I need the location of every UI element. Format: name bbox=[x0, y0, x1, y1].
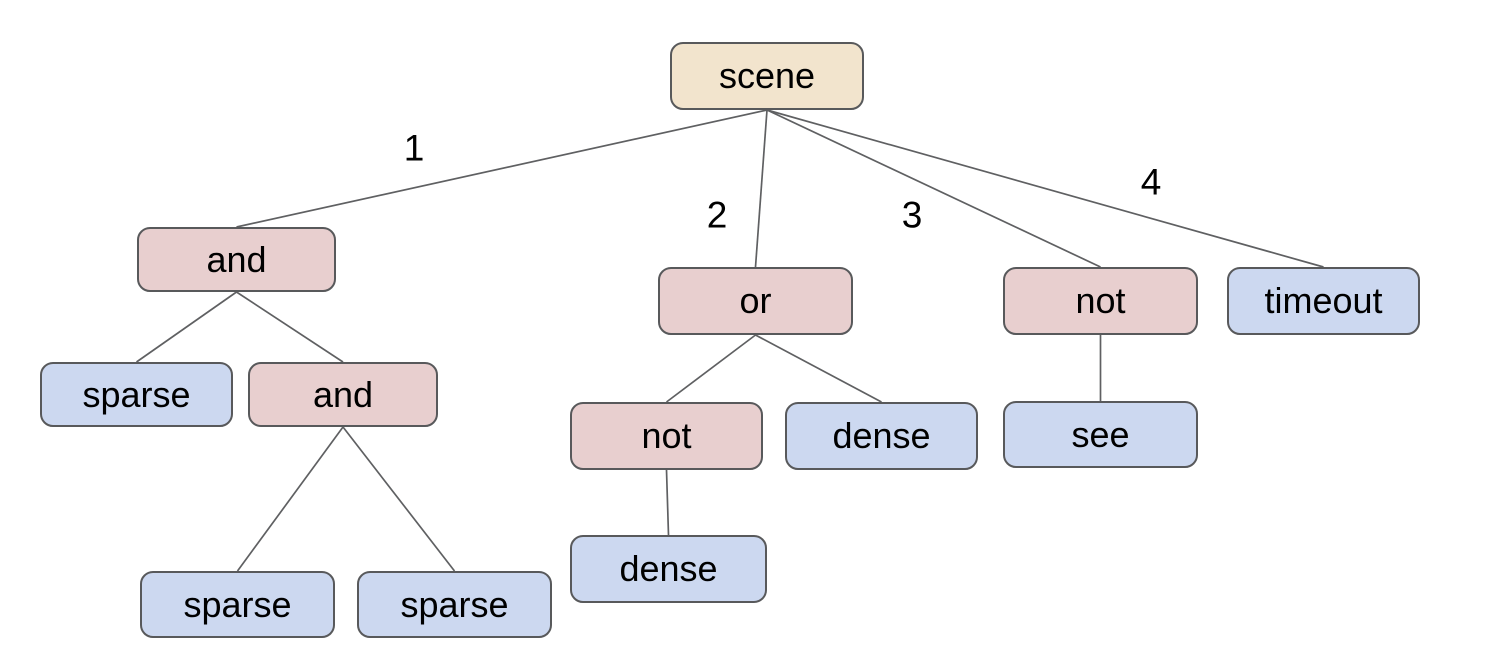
tree-node-timeout-1: timeout bbox=[1227, 267, 1420, 335]
tree-node-and-2: and bbox=[248, 362, 438, 427]
tree-node-sparse-3: sparse bbox=[357, 571, 552, 638]
edge-scene-to-or-1 bbox=[754, 109, 768, 268]
edge-scene-to-not-1 bbox=[766, 109, 1101, 268]
tree-node-dense-2: dense bbox=[570, 535, 767, 603]
edge-and-2-to-sparse-3 bbox=[342, 426, 456, 572]
edge-not-2-to-dense-2 bbox=[665, 469, 670, 536]
edge-scene-to-and-1 bbox=[236, 109, 768, 228]
tree-node-and-1: and bbox=[137, 227, 336, 292]
edge-label-1: 1 bbox=[404, 128, 425, 169]
tree-node-see-1: see bbox=[1003, 401, 1198, 468]
tree-node-or-1: or bbox=[658, 267, 853, 335]
tree-node-not-2: not bbox=[570, 402, 763, 470]
edge-scene-to-timeout-1 bbox=[766, 109, 1324, 268]
edge-label-2: 2 bbox=[707, 195, 728, 236]
tree-node-dense-1: dense bbox=[785, 402, 978, 470]
edge-label-4: 4 bbox=[1141, 162, 1162, 203]
tree-node-not-1: not bbox=[1003, 267, 1198, 335]
tree-node-scene: scene bbox=[670, 42, 864, 110]
edge-and-2-to-sparse-2 bbox=[236, 426, 344, 572]
tree-node-sparse-1: sparse bbox=[40, 362, 233, 427]
edge-and-1-to-sparse-1 bbox=[136, 291, 237, 363]
edge-or-1-to-not-2 bbox=[665, 334, 757, 403]
edge-label-3: 3 bbox=[902, 195, 923, 236]
edge-and-1-to-and-2 bbox=[236, 291, 344, 363]
edge-or-1-to-dense-1 bbox=[755, 334, 882, 403]
tree-node-sparse-2: sparse bbox=[140, 571, 335, 638]
